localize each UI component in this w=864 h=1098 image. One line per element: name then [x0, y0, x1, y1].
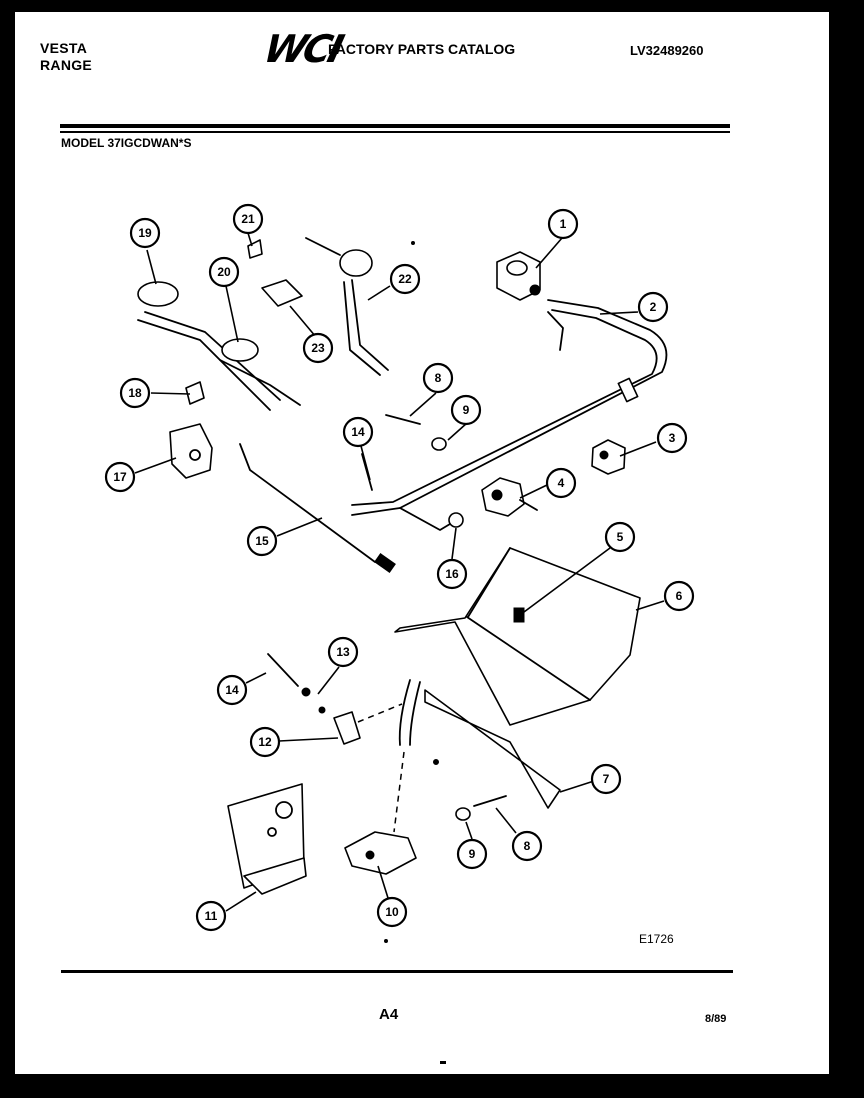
part-17-bracket — [169, 423, 213, 479]
model-number: MODEL 37IGCDWAN*S — [61, 136, 192, 150]
callout-14-upper: 14 — [342, 416, 374, 448]
part-7-bracket — [398, 679, 561, 809]
part-4-valve — [481, 477, 538, 517]
svg-text:9: 9 — [463, 403, 470, 417]
svg-text:8: 8 — [435, 371, 442, 385]
part-18-clip — [185, 381, 205, 405]
part-14-pin — [267, 453, 373, 687]
part-13-screw — [301, 687, 326, 714]
svg-text:22: 22 — [398, 272, 412, 286]
dot-mark — [384, 939, 388, 943]
footer-dash — [440, 1061, 446, 1064]
callout-15: 15 — [246, 525, 278, 557]
callout-2: 2 — [637, 291, 669, 323]
page-date: 8/89 — [705, 1013, 727, 1025]
svg-text:5: 5 — [617, 530, 624, 544]
svg-text:14: 14 — [351, 425, 365, 439]
callout-11: 11 — [195, 900, 227, 932]
svg-text:19: 19 — [138, 226, 152, 240]
page-number: A4 — [379, 1006, 399, 1023]
callout-23: 23 — [302, 332, 334, 364]
header-rule-thin — [60, 131, 730, 133]
part-15-tube — [239, 443, 396, 573]
part-6-burner-plate — [394, 547, 641, 726]
svg-text:16: 16 — [445, 567, 459, 581]
svg-text:2: 2 — [650, 300, 657, 314]
svg-text:11: 11 — [205, 909, 218, 923]
part-10-safety-valve — [344, 751, 417, 875]
catalog-title: FACTORY PARTS CATALOG — [328, 41, 516, 57]
svg-text:14: 14 — [225, 683, 239, 697]
callout-4: 4 — [545, 467, 577, 499]
svg-text:13: 13 — [336, 645, 350, 659]
part-16-orifice — [399, 507, 464, 531]
brand-block: VESTA RANGE — [40, 40, 92, 74]
part-1-valve — [496, 251, 541, 301]
part-22-burner — [305, 237, 389, 376]
svg-text:10: 10 — [385, 905, 399, 919]
svg-text:20: 20 — [217, 265, 231, 279]
svg-text:12: 12 — [258, 735, 272, 749]
callout-16: 16 — [436, 558, 468, 590]
part-8-pin — [385, 414, 507, 807]
callout-14-lower: 14 — [216, 674, 248, 706]
callout-1: 1 — [547, 208, 579, 240]
callout-17: 17 — [104, 461, 136, 493]
callout-9-upper: 9 — [450, 394, 482, 426]
svg-text:18: 18 — [128, 386, 142, 400]
svg-text:8: 8 — [524, 839, 531, 853]
part-12-clip — [333, 703, 403, 745]
part-9-nut — [431, 437, 471, 821]
part-19-burner — [137, 281, 281, 411]
svg-text:9: 9 — [469, 847, 476, 861]
dot-mark — [411, 241, 415, 245]
header-rule-thick — [60, 124, 730, 128]
part-3-valve — [591, 439, 626, 475]
part-23-bracket — [261, 279, 303, 307]
callout-8-lower: 8 — [511, 830, 543, 862]
part-20-burner — [219, 338, 301, 406]
brand-name: VESTA — [40, 40, 88, 56]
callout-5: 5 — [604, 521, 636, 553]
callout-leaders — [134, 232, 665, 912]
part-2-manifold — [351, 299, 668, 516]
callout-8-upper: 8 — [422, 362, 454, 394]
footer-rule — [61, 970, 733, 973]
callout-22: 22 — [389, 263, 421, 295]
callout-3: 3 — [656, 422, 688, 454]
diagram-code: E1726 — [639, 932, 674, 946]
svg-text:6: 6 — [676, 589, 683, 603]
svg-text:21: 21 — [241, 212, 255, 226]
svg-text:23: 23 — [311, 341, 325, 355]
svg-text:7: 7 — [603, 772, 610, 786]
callout-9-lower: 9 — [456, 838, 488, 870]
svg-text:4: 4 — [558, 476, 565, 490]
callout-20: 20 — [208, 256, 240, 288]
svg-text:15: 15 — [255, 534, 269, 548]
part-11-bracket — [227, 783, 307, 895]
svg-text:3: 3 — [669, 431, 676, 445]
callout-6: 6 — [663, 580, 695, 612]
callout-21: 21 — [232, 203, 264, 235]
callout-13: 13 — [327, 636, 359, 668]
callout-10: 10 — [376, 896, 408, 928]
part-21-clip — [247, 239, 263, 259]
catalog-number: LV32489260 — [630, 43, 704, 58]
callout-18: 18 — [119, 377, 151, 409]
svg-text:1: 1 — [560, 217, 567, 231]
callout-12: 12 — [249, 726, 281, 758]
screw-dot — [433, 759, 439, 765]
svg-text:17: 17 — [113, 470, 127, 484]
catalog-page — [15, 12, 829, 1074]
callout-19: 19 — [129, 217, 161, 249]
product-type: RANGE — [40, 57, 93, 73]
callout-7: 7 — [590, 763, 622, 795]
